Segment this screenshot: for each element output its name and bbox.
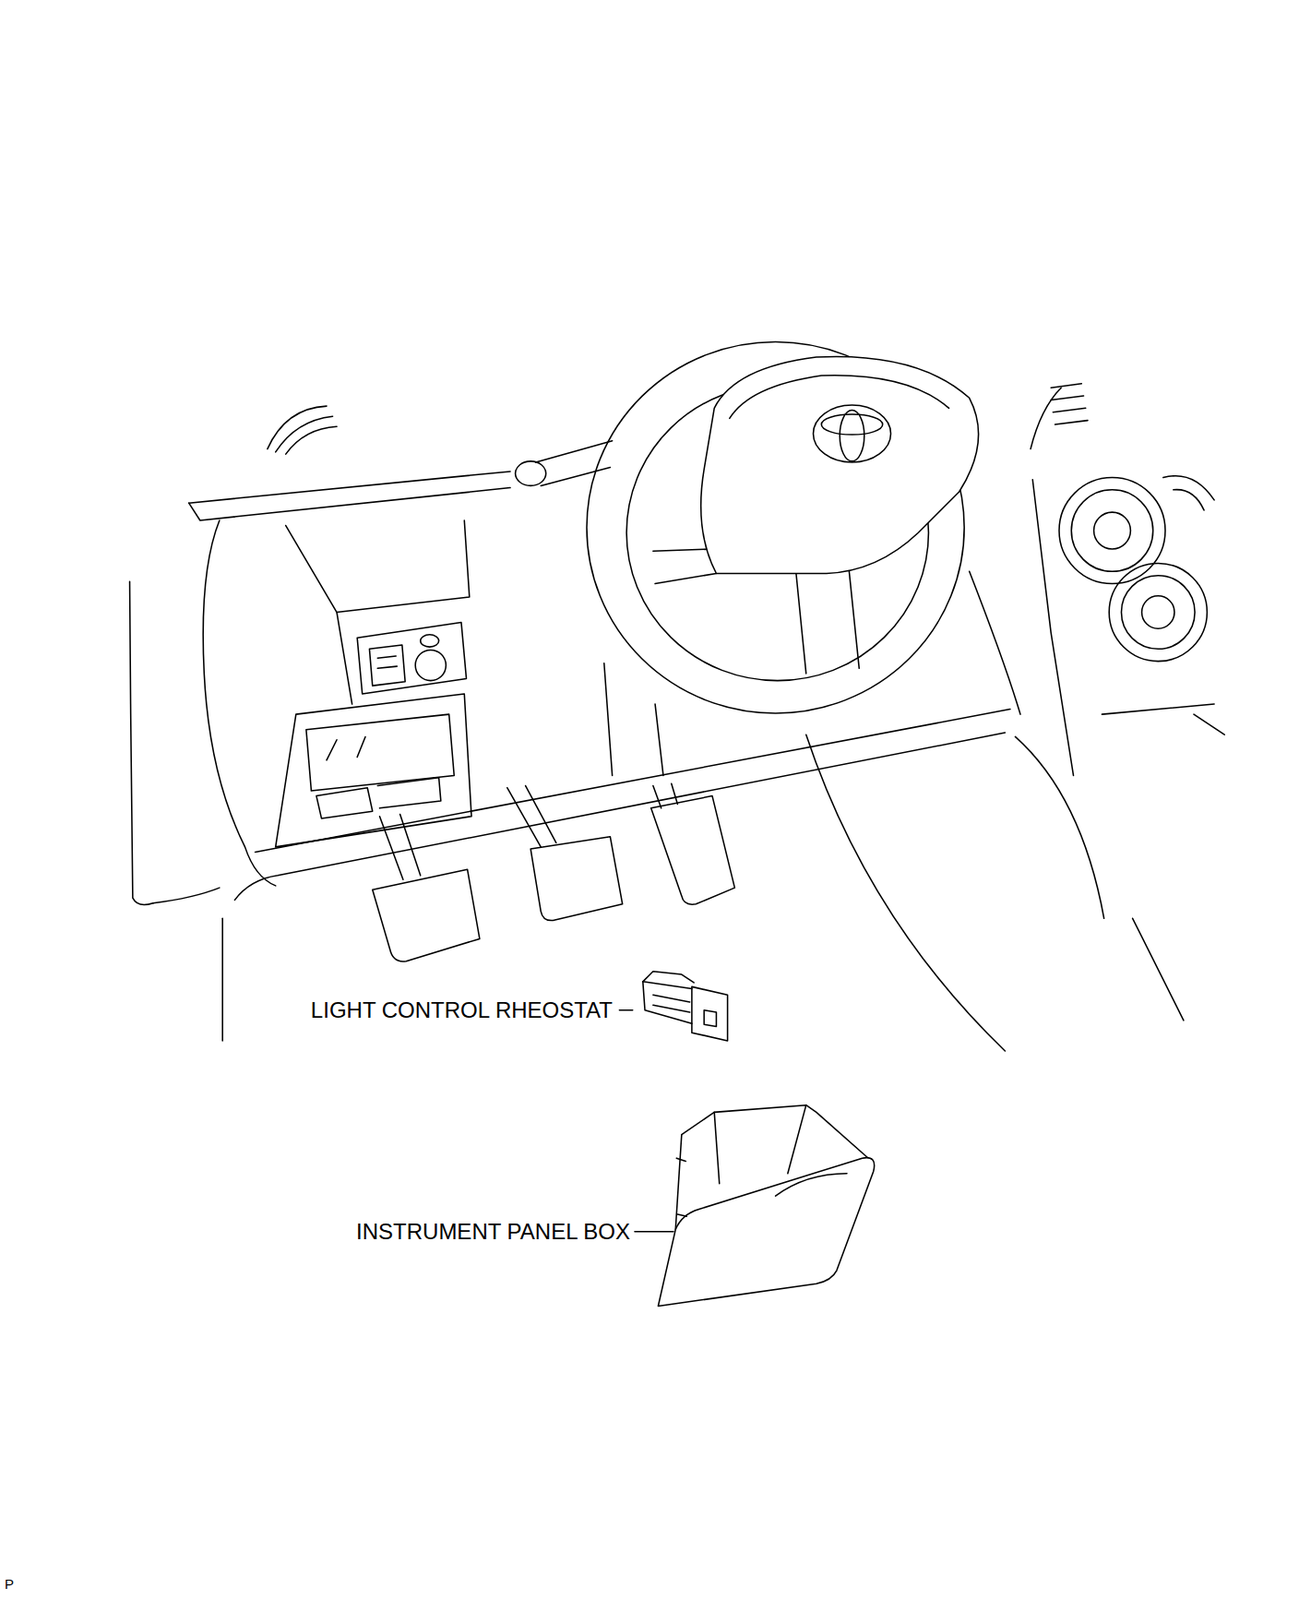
line-art: [507, 786, 557, 847]
line-art: [796, 569, 860, 674]
line-art: [714, 1105, 807, 1184]
line-art: [275, 693, 472, 847]
line-art: [377, 777, 441, 809]
line-art: [653, 783, 679, 809]
line-art: [221, 917, 224, 1041]
line-art: [729, 375, 950, 419]
line-art: [1108, 562, 1207, 661]
line-art: [1120, 575, 1195, 650]
line-art: [1032, 479, 1073, 776]
line-art: [189, 488, 511, 521]
line-art: [202, 520, 276, 886]
line-art: [676, 1157, 687, 1216]
line-art: [703, 1010, 716, 1027]
part-name: INSTRUMENT PANEL BOX: [356, 1218, 631, 1246]
line-art: [969, 571, 1021, 715]
line-art: [130, 581, 154, 905]
line-art: [604, 663, 664, 776]
line-art: [234, 732, 1005, 900]
line-art: [1050, 383, 1088, 425]
line-art: [536, 440, 613, 487]
line-art: [306, 714, 454, 791]
line-art: [286, 520, 470, 613]
line-art: [812, 405, 891, 463]
line-art: [1059, 477, 1166, 584]
line-art: [255, 709, 1011, 853]
line-art: [326, 736, 366, 760]
line-art: [189, 471, 511, 503]
line-art: [643, 981, 692, 990]
line-art: [701, 357, 979, 574]
page-marker: P: [4, 1575, 14, 1593]
line-art: [286, 426, 337, 454]
line-art: [275, 416, 334, 453]
part-name: LIGHT CONTROL RHEOSTAT: [310, 997, 613, 1025]
line-art: [1071, 489, 1153, 572]
dashboard-drawing: [130, 341, 1226, 1306]
line-art: [1094, 512, 1132, 549]
line-art: [316, 787, 373, 819]
line-art: [657, 1157, 874, 1307]
line-art: [379, 813, 420, 880]
line-art: [821, 414, 882, 435]
line-art: [515, 461, 547, 487]
line-art: [153, 887, 220, 904]
line-art: [619, 1009, 632, 1012]
line-art: [1142, 595, 1175, 629]
line-art: [651, 796, 736, 906]
line-art: [372, 869, 480, 962]
line-art: [369, 644, 406, 686]
line-art: [530, 836, 623, 921]
line-art: [1014, 736, 1183, 1020]
line-art: [1163, 476, 1215, 511]
line-art: [775, 1173, 847, 1196]
line-art: [643, 971, 694, 983]
line-art: [653, 548, 717, 584]
line-art: [681, 1105, 870, 1160]
line-art: [643, 981, 692, 1024]
line-art: [1101, 703, 1225, 735]
line-art: [336, 612, 353, 705]
line-art: [806, 734, 1006, 1051]
line-art: [357, 622, 466, 694]
line-art: [420, 634, 440, 647]
line-art: [653, 994, 691, 1013]
line-art: [1030, 387, 1061, 449]
line-art: [415, 649, 446, 680]
line-art: [377, 655, 397, 668]
line-art: [839, 410, 865, 462]
line-art: [691, 986, 728, 1041]
line-art: [634, 1230, 674, 1233]
